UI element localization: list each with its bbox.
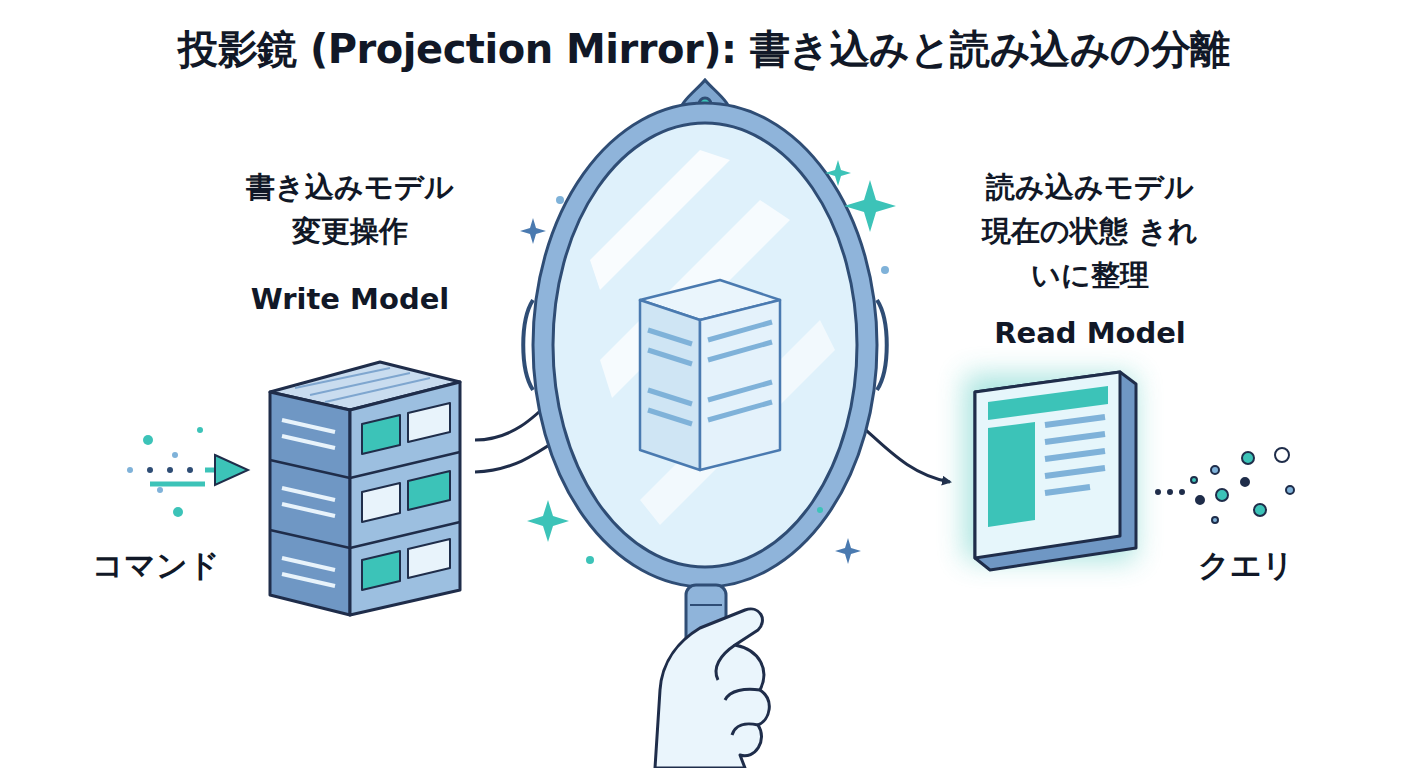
model-node: 読み込みモデル 現在の状態 きれいに整理 Read Model: [960, 165, 1220, 570]
model-node: 書き込みモデル 変更操作 Write Model: [200, 165, 500, 620]
sparkles: [520, 160, 896, 564]
hand: [655, 609, 769, 768]
model-name: Read Model: [960, 311, 1220, 355]
command-particles: [127, 427, 248, 517]
mirror-reflection-box: [640, 280, 780, 470]
model-description: 読み込みモデル 現在の状態 きれいに整理: [978, 165, 1203, 297]
query-label: クエリ: [1198, 545, 1294, 587]
diagram-title: 投影鏡 (Projection Mirror): 書き込みと読み込みの分離: [0, 22, 1408, 77]
model-description: 書き込みモデル 変更操作: [235, 165, 465, 253]
model-name: Write Model: [200, 277, 500, 321]
query-particles: [1156, 448, 1294, 523]
command-label: コマンド: [92, 545, 220, 587]
write-model-stack: [270, 362, 460, 615]
read-model-screen: [965, 372, 1136, 570]
